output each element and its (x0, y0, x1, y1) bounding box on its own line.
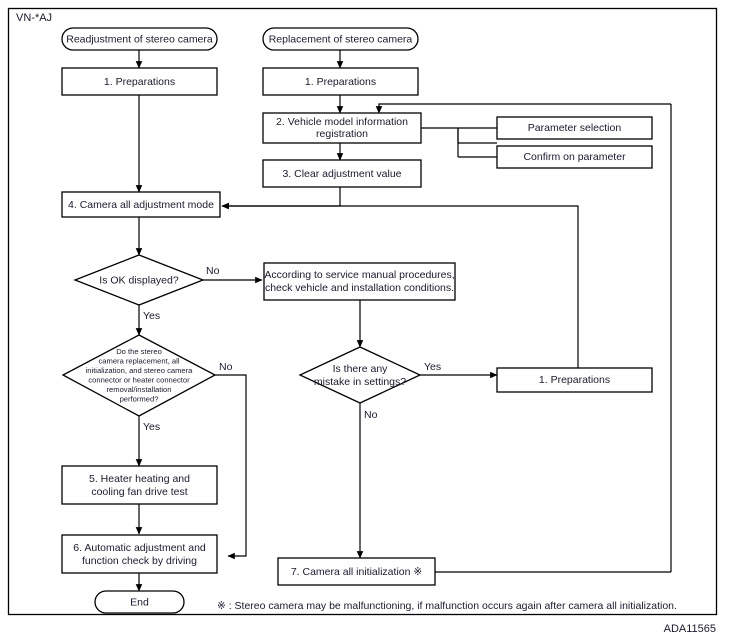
edge-vehicle-to-params (421, 127, 497, 144)
connectors (135, 50, 672, 592)
edge-label-mistake-yes: Yes (424, 361, 441, 373)
node-prep-right-label: 1. Preparations (305, 76, 376, 88)
corner-label: VN-*AJ (16, 12, 52, 24)
node-stereo-question-line1: Do the stereo (116, 347, 162, 356)
node-stereo-question-line5: removal/installation (107, 385, 172, 394)
node-mistake-settings[interactable]: Is there any mistake in settings? (298, 346, 422, 404)
edge-clear-to-adjust (221, 187, 341, 210)
node-prep-right[interactable]: 1. Preparations (262, 67, 419, 96)
node-stereo-question-line2: camera replacement, all (98, 357, 179, 366)
document-id: ADA11565 (664, 623, 716, 635)
node-camera-init[interactable]: 7. Camera all initialization ※ (277, 557, 436, 586)
node-auto-adjustment-line2: function check by driving (82, 555, 197, 567)
node-stereo-question-line4: connector or heater connector (88, 376, 190, 385)
node-vehicle-model[interactable]: 2. Vehicle model information registratio… (262, 112, 422, 144)
node-camera-all-adjust[interactable]: 4. Camera all adjustment mode (61, 191, 221, 218)
page-border (7, 7, 718, 616)
node-service-manual-line2: check vehicle and installation condition… (265, 282, 454, 294)
node-end[interactable]: End (94, 590, 185, 614)
node-start-readjustment[interactable]: Readjustment of stereo camera (61, 27, 218, 51)
node-parameter-selection[interactable]: Parameter selection (496, 116, 653, 140)
edge-stereo-no (215, 374, 247, 560)
node-auto-adjustment[interactable]: 6. Automatic adjustment and function che… (61, 534, 218, 574)
edge-label-mistake-no: No (364, 409, 378, 421)
node-heater-test-line1: 5. Heater heating and (89, 473, 190, 485)
node-camera-init-label: 7. Camera all initialization ※ (291, 566, 423, 578)
node-clear-adjustment-label: 3. Clear adjustment value (282, 168, 401, 180)
node-auto-adjustment-line1: 6. Automatic adjustment and (73, 542, 206, 554)
edge-label-stereo-yes: Yes (143, 421, 160, 433)
node-stereo-question[interactable]: Do the stereo camera replacement, all in… (61, 334, 217, 417)
footnote-text: ※ : Stereo camera may be malfunctioning,… (217, 600, 677, 612)
edge-label-stereo-no: No (219, 361, 233, 373)
node-heater-test[interactable]: 5. Heater heating and cooling fan drive … (61, 465, 218, 505)
node-confirm-parameter[interactable]: Confirm on parameter (496, 145, 653, 169)
node-mistake-settings-line2: mistake in settings? (314, 376, 406, 388)
node-prep-mistake[interactable]: 1. Preparations (496, 367, 653, 393)
node-stereo-question-line3: initialization, and stereo camera (86, 366, 194, 375)
node-start-replacement[interactable]: Replacement of stereo camera (262, 27, 419, 51)
node-prep-left-label: 1. Preparations (104, 76, 175, 88)
node-vehicle-model-line2: registration (316, 128, 368, 140)
node-clear-adjustment[interactable]: 3. Clear adjustment value (262, 159, 422, 188)
node-confirm-parameter-label: Confirm on parameter (523, 151, 626, 163)
node-service-manual-line1: According to service manual procedures, (264, 269, 454, 281)
node-service-manual[interactable]: According to service manual procedures, … (263, 262, 456, 301)
node-camera-all-adjust-label: 4. Camera all adjustment mode (68, 199, 214, 211)
node-stereo-question-line6: performed? (120, 395, 159, 404)
node-vehicle-model-line1: 2. Vehicle model information (276, 116, 408, 128)
node-mistake-settings-line1: Is there any (333, 363, 389, 375)
node-prep-left[interactable]: 1. Preparations (61, 67, 218, 96)
edge-rail-to-vehicle (375, 103, 671, 114)
edge-label-is-ok-yes: Yes (143, 310, 160, 322)
node-heater-test-line2: cooling fan drive test (91, 486, 187, 498)
node-parameter-selection-label: Parameter selection (528, 122, 622, 134)
edge-label-is-ok-no: No (206, 265, 220, 277)
node-is-ok-displayed[interactable]: Is OK displayed? (73, 254, 205, 306)
node-is-ok-displayed-label: Is OK displayed? (99, 274, 179, 286)
node-prep-mistake-label: 1. Preparations (539, 374, 610, 386)
node-end-label: End (130, 596, 149, 608)
node-start-replacement-label: Replacement of stereo camera (269, 33, 413, 45)
rail-mid-to-adjust (221, 202, 579, 368)
node-start-readjustment-label: Readjustment of stereo camera (66, 33, 213, 45)
